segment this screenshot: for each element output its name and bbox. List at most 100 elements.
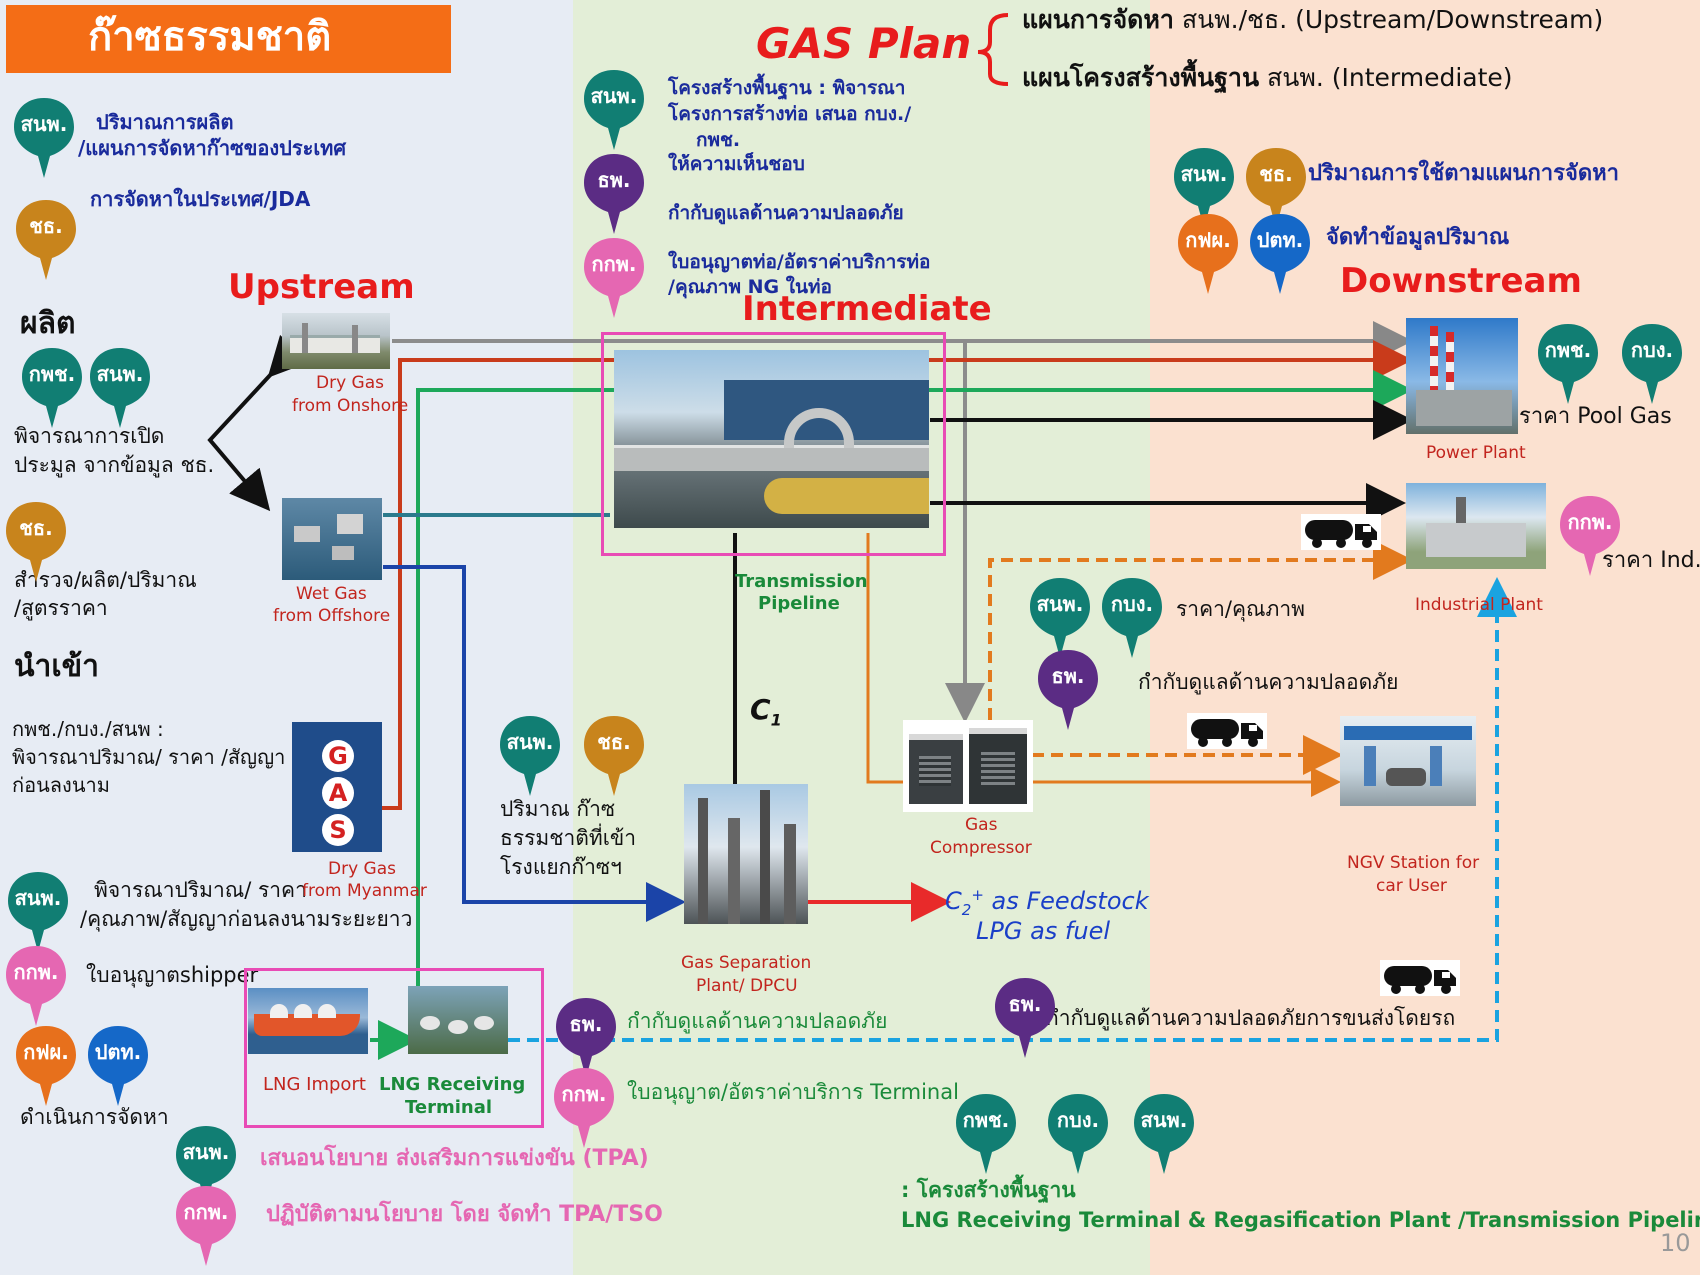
- agency-pin-dmf: ชธ.: [1244, 146, 1308, 228]
- downstream-zone: [1150, 0, 1700, 1275]
- import-text-7: ดำเนินการจัดหา: [20, 1105, 169, 1129]
- agency-pin-nepc: กพช.: [1536, 322, 1600, 404]
- gas-compressor-image: [903, 720, 1033, 812]
- lng-receiving-label-2: Terminal: [405, 1097, 493, 1118]
- upstream-heading: Upstream: [228, 267, 415, 307]
- intermediate-safety-text: กำกับดูแลด้านความปลอดภัย: [627, 1009, 888, 1033]
- agency-pin-doeb: ธพ.: [554, 996, 618, 1078]
- title-banner: [6, 5, 451, 73]
- agency-pin-doeb: ธพ.: [1036, 648, 1100, 730]
- tpa-policy-text: เสนอนโยบาย ส่งเสริมการแข่งขัน (TPA): [260, 1146, 649, 1171]
- myanmar-label-2: from Myanmar: [302, 881, 427, 901]
- gsp-label-1: Gas Separation: [681, 953, 812, 973]
- downstream-heading: Downstream: [1340, 261, 1582, 301]
- pipeline-label-1: Transmission: [735, 571, 868, 592]
- gas-plan-line1-rest: สนพ./ชธ. (Upstream/Downstream): [1181, 5, 1604, 34]
- terminal-license-text: ใบอนุญาต/อัตราค่าบริการ Terminal: [627, 1080, 959, 1104]
- pipeline-label-2: Pipeline: [758, 593, 840, 614]
- lng-terminal-box: [244, 968, 544, 1128]
- price-quality-text: ราคา/คุณภาพ: [1176, 597, 1305, 621]
- intermediate-zone: [573, 0, 1150, 1275]
- gas-plan-line1-bold: แผนการจัดหา: [1022, 5, 1174, 34]
- transport-safety-text: กำกับดูแลด้านความปลอดภัยการขนส่งโดยรถ: [1046, 1006, 1456, 1030]
- agency-pin-eppo: สนพ.: [1172, 146, 1236, 228]
- infrastructure-text-1: : โครงสร้างพื้นฐาน: [901, 1178, 1076, 1202]
- transmission-pipeline-image: [614, 350, 929, 528]
- offshore-platform-image: [282, 498, 382, 580]
- produce-heading: ผลิต: [20, 306, 76, 341]
- compressor-label-2: Compressor: [930, 838, 1032, 858]
- agency-pin-nepc: กพช.: [954, 1092, 1018, 1174]
- gsp-label-2: Plant/ DPCU: [696, 976, 798, 996]
- agency-pin-eppo: สนพ.: [88, 346, 152, 428]
- agency-pin-erc: กกพ.: [4, 944, 68, 1026]
- intermediate-text-7: /คุณภาพ NG ในท่อ: [668, 276, 832, 298]
- import-text-6: ใบอนุญาตshipper: [86, 963, 259, 987]
- import-text-2: พิจารณาปริมาณ/ ราคา /สัญญา: [12, 745, 286, 769]
- import-heading: นำเข้า: [14, 649, 99, 684]
- agency-pin-eppo: สนพ.: [6, 870, 70, 952]
- agency-pin-cepa: กบง.: [1046, 1092, 1110, 1174]
- gas-separation-plant-image: [684, 784, 808, 924]
- agency-pin-erc: กกพ.: [174, 1184, 238, 1266]
- power-plant-label: Power Plant: [1426, 443, 1526, 463]
- agency-pin-eppo: สนพ.: [174, 1124, 238, 1206]
- pool-gas-price-text: ราคา Pool Gas: [1519, 404, 1672, 429]
- page-title: ก๊าซธรรมชาติ: [88, 14, 332, 60]
- agency-pin-doeb: ธพ.: [582, 152, 646, 234]
- myanmar-gas-sign-image: G A S: [292, 722, 382, 852]
- downstream-text-1: ปริมาณการใช้ตามแผนการจัดหา: [1308, 161, 1619, 186]
- intermediate-text-4: ให้ความเห็นชอบ: [668, 153, 805, 175]
- intermediate-text-5: กำกับดูแลด้านความปลอดภัย: [668, 202, 904, 224]
- upstream-text-1: ปริมาณการผลิต: [96, 110, 234, 134]
- agency-pin-egat: กฟผ.: [14, 1024, 78, 1106]
- upstream-text-5: ประมูล จากข้อมูล ชธ.: [14, 453, 215, 477]
- gas-plan-line2-bold: แผนโครงสร้างพื้นฐาน: [1022, 63, 1260, 92]
- lng-terminal-image: [408, 986, 508, 1054]
- upstream-text-3: การจัดหาในประเทศ/JDA: [90, 187, 311, 211]
- import-text-5: /คุณภาพ/สัญญาก่อนลงนามระยะยาว: [80, 907, 413, 931]
- gsp-quantity-text-3: โรงแยกก๊าซฯ: [500, 855, 622, 879]
- agency-pin-ptt: ปตท.: [86, 1024, 150, 1106]
- lng-import-label: LNG Import: [263, 1074, 366, 1095]
- page-number: 10: [1660, 1229, 1691, 1257]
- agency-pin-eppo: สนพ.: [582, 68, 646, 150]
- agency-pin-nepc: กพช.: [20, 346, 84, 428]
- c1-label: C1: [750, 693, 782, 730]
- agency-pin-egat: กฟผ.: [1176, 212, 1240, 294]
- compressor-label-1: Gas: [965, 815, 998, 835]
- industrial-plant-image: [1406, 483, 1546, 569]
- truck-icon: [1301, 514, 1381, 550]
- downstream-text-2: จัดทำข้อมูลปริมาณ: [1326, 225, 1510, 250]
- intermediate-text-2: โครงการสร้างท่อ เสนอ กบง./: [668, 103, 912, 125]
- agency-pin-eppo: สนพ.: [498, 714, 562, 796]
- upstream-text-4: พิจารณาการเปิด: [14, 424, 165, 448]
- truck-icon: [1380, 960, 1460, 996]
- agency-pin-erc: กกพ.: [582, 236, 646, 318]
- upstream-text-7: /สูตรราคา: [14, 596, 108, 620]
- agency-pin-ptt: ปตท.: [1248, 212, 1312, 294]
- upstream-text-6: สำรวจ/ผลิต/ปริมาณ: [14, 568, 197, 592]
- intermediate-heading: Intermediate: [742, 289, 992, 329]
- agency-pin-dmf: ชธ.: [14, 198, 78, 280]
- agency-pin-eppo: สนพ.: [12, 96, 76, 178]
- pipeline-box: [601, 332, 946, 556]
- ngv-label-2: car User: [1376, 876, 1447, 896]
- import-text-4: พิจารณาปริมาณ/ ราคา: [94, 878, 307, 902]
- agency-pin-erc: กกพ.: [552, 1066, 616, 1148]
- lpg-fuel-text: LPG as fuel: [976, 917, 1111, 945]
- feedstock-text: C2+ as Feedstock: [945, 886, 1149, 919]
- onshore-gas-image: [282, 313, 390, 369]
- agency-pin-eppo: สนพ.: [1028, 576, 1092, 658]
- agency-pin-erc: กกพ.: [1558, 494, 1622, 576]
- agency-pin-eppo: สนพ.: [1132, 1092, 1196, 1174]
- onshore-label-2: from Onshore: [292, 396, 409, 416]
- power-plant-image: [1406, 318, 1518, 434]
- agency-pin-dmf: ชธ.: [4, 500, 68, 582]
- ngv-label-1: NGV Station for: [1347, 853, 1480, 873]
- gas-plan-line2-rest: สนพ. (Intermediate): [1267, 63, 1513, 92]
- downstream-safety-text: กำกับดูแลด้านความปลอดภัย: [1138, 670, 1399, 694]
- lng-ship-image: [248, 988, 368, 1054]
- onshore-label-1: Dry Gas: [316, 373, 384, 393]
